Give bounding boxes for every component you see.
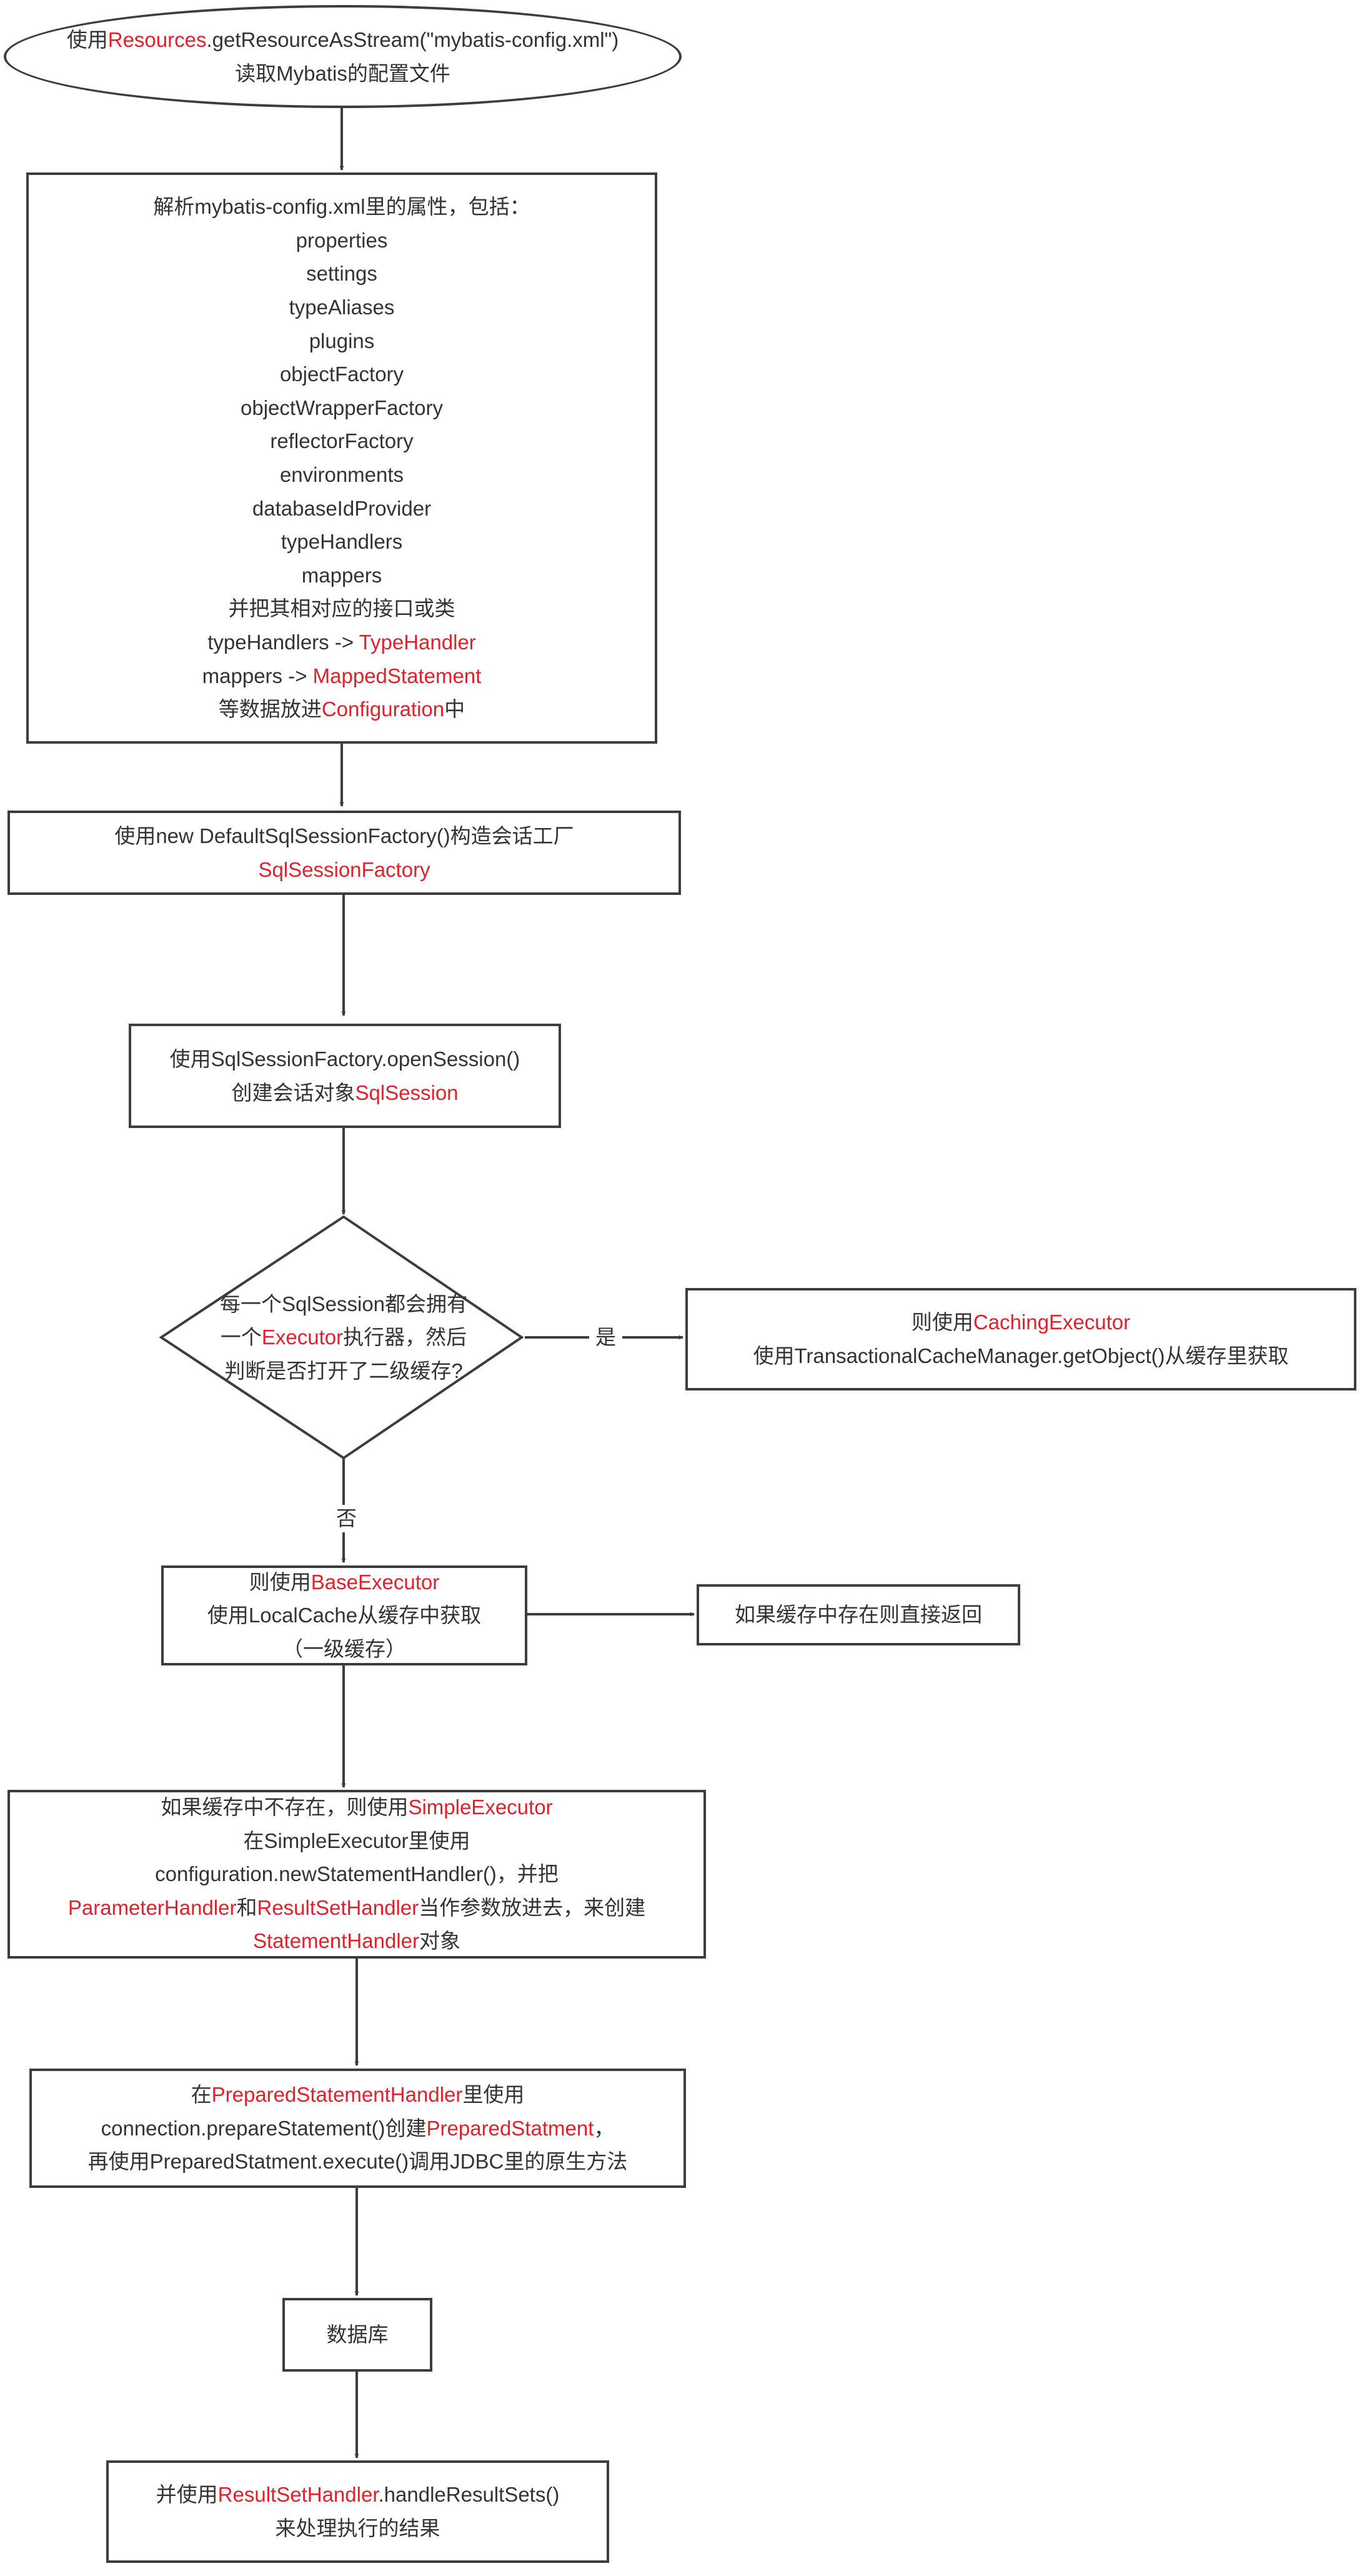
parse-config-node: 解析mybatis-config.xml里的属性，包括： properties … xyxy=(26,172,657,744)
handle-results-line-2: 来处理执行的结果 xyxy=(275,2517,440,2540)
prepared-statement-line-1: 在PreparedStatementHandler里使用 xyxy=(191,2083,525,2107)
decision-line-2: 一个Executor执行器，然后 xyxy=(220,1325,467,1349)
decision-line-3: 判断是否打开了二级缓存? xyxy=(224,1359,463,1382)
caching-executor-line-2: 使用TransactionalCacheManager.getObject()从… xyxy=(753,1344,1289,1367)
simple-executor-line-2: 在SimpleExecutor里使用 xyxy=(243,1829,470,1852)
base-executor-line-2: 使用LocalCache从缓存中获取 xyxy=(207,1604,482,1627)
edge-label-yes: 是 xyxy=(589,1324,622,1351)
open-session-line-1: 使用SqlSessionFactory.openSession() xyxy=(169,1047,520,1071)
config-property-item: plugins xyxy=(309,329,375,352)
parse-config-intro: 解析mybatis-config.xml里的属性，包括： xyxy=(153,195,530,219)
config-property-item: reflectorFactory xyxy=(270,429,414,453)
mapping-intro: 并把其相对应的接口或类 xyxy=(228,597,455,621)
return-cached-node: 如果缓存中存在则直接返回 xyxy=(697,1584,1020,1645)
parse-config-outro: 等数据放进Configuration中 xyxy=(218,697,465,721)
config-property-item: mappers xyxy=(301,563,382,587)
return-cached-line-1: 如果缓存中存在则直接返回 xyxy=(735,1603,982,1627)
open-session-node: 使用SqlSessionFactory.openSession() 创建会话对象… xyxy=(129,1024,561,1128)
config-property-item: environments xyxy=(279,463,404,486)
build-factory-node: 使用new DefaultSqlSessionFactory()构造会话工厂 S… xyxy=(7,811,681,895)
decision-line-1: 每一个SqlSession都会拥有 xyxy=(219,1292,468,1315)
config-property-item: typeAliases xyxy=(289,296,395,319)
simple-executor-line-3: configuration.newStatementHandler()，并把 xyxy=(155,1862,559,1886)
config-property-item: settings xyxy=(306,262,377,286)
caching-executor-node: 则使用CachingExecutor 使用TransactionalCacheM… xyxy=(685,1288,1356,1390)
mapping-typehandler: typeHandlers -> TypeHandler xyxy=(207,630,476,654)
decision-diamond xyxy=(159,1215,524,1460)
edge-label-no: 否 xyxy=(330,1505,363,1532)
config-property-item: typeHandlers xyxy=(281,530,403,554)
decision-text: 每一个SqlSession都会拥有 一个Executor执行器，然后 判断是否打… xyxy=(194,1275,494,1400)
mapping-mappedstatement: mappers -> MappedStatement xyxy=(202,664,482,687)
simple-executor-line-4: ParameterHandler和ResultSetHandler当作参数放进去… xyxy=(67,1895,646,1919)
config-property-item: properties xyxy=(296,228,388,252)
base-executor-line-1: 则使用BaseExecutor xyxy=(249,1570,440,1594)
simple-executor-node: 如果缓存中不存在，则使用SimpleExecutor 在SimpleExecut… xyxy=(7,1790,706,1959)
simple-executor-line-1: 如果缓存中不存在，则使用SimpleExecutor xyxy=(161,1795,553,1819)
base-executor-line-3: （一级缓存） xyxy=(282,1637,406,1660)
handle-results-node: 并使用ResultSetHandler.handleResultSets() 来… xyxy=(106,2460,609,2563)
handle-results-line-1: 并使用ResultSetHandler.handleResultSets() xyxy=(156,2483,560,2507)
simple-executor-line-5: StatementHandler对象 xyxy=(253,1929,460,1953)
open-session-line-2: 创建会话对象SqlSession xyxy=(231,1081,459,1104)
prepared-statement-node: 在PreparedStatementHandler里使用 connection.… xyxy=(29,2069,686,2188)
build-factory-line-2: SqlSessionFactory xyxy=(258,857,430,881)
database-node: 数据库 xyxy=(282,2298,432,2372)
caching-executor-line-1: 则使用CachingExecutor xyxy=(911,1310,1131,1334)
config-property-item: objectWrapperFactory xyxy=(240,396,444,419)
build-factory-line-1: 使用new DefaultSqlSessionFactory()构造会话工厂 xyxy=(114,824,574,847)
prepared-statement-line-2: connection.prepareStatement()创建PreparedS… xyxy=(101,2116,615,2140)
config-property-item: objectFactory xyxy=(279,362,404,386)
database-label: 数据库 xyxy=(326,2323,389,2347)
read-config-line-2: 读取Mybatis的配置文件 xyxy=(235,61,450,85)
prepared-statement-line-3: 再使用PreparedStatment.execute()调用JDBC里的原生方… xyxy=(87,2150,628,2174)
read-config-line-1: 使用Resources.getResourceAsStream("mybatis… xyxy=(66,27,619,51)
base-executor-node: 则使用BaseExecutor 使用LocalCache从缓存中获取 （一级缓存… xyxy=(161,1565,527,1665)
config-property-item: databaseIdProvider xyxy=(252,496,432,520)
read-config-node: 使用Resources.getResourceAsStream("mybatis… xyxy=(4,5,682,108)
